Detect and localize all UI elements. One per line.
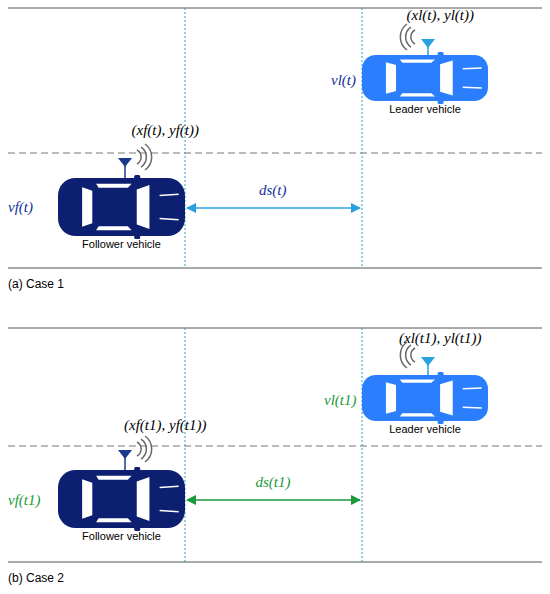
math-label: ds(t1) xyxy=(256,474,291,491)
panel-caption: (a) Case 1 xyxy=(8,277,64,291)
vehicle-label: Follower vehicle xyxy=(58,530,185,542)
vehicle-label: Leader vehicle xyxy=(362,423,488,435)
vehicle-label: Follower vehicle xyxy=(58,238,185,250)
vehicle-node: Follower vehicle xyxy=(58,470,185,548)
math-label: (xf(t), yf(t)) xyxy=(132,122,199,139)
lane-divider xyxy=(8,153,542,154)
car-shape xyxy=(58,467,185,531)
math-label: ds(t) xyxy=(259,182,287,199)
vehicle-node: Follower vehicle xyxy=(58,178,185,256)
guide-line xyxy=(185,8,186,268)
vehicle-node: Leader vehicle xyxy=(362,55,488,121)
car-shape xyxy=(362,52,488,104)
vehicle-label: Leader vehicle xyxy=(362,103,488,115)
math-label: (xf(t1), yf(t1)) xyxy=(124,417,206,434)
math-label: (xl(t), yl(t)) xyxy=(407,7,474,24)
math-label: (xl(t1), yl(t1)) xyxy=(399,330,481,347)
math-label: vf(t) xyxy=(8,199,33,216)
antenna-symbol xyxy=(400,342,435,375)
vehicle-node: Leader vehicle xyxy=(362,375,488,441)
road-edge xyxy=(8,328,542,329)
math-label: vf(t1) xyxy=(8,492,40,509)
panel-caption: (b) Case 2 xyxy=(8,571,64,585)
antenna-symbol xyxy=(400,24,435,57)
antenna-symbol xyxy=(118,436,152,470)
road-edge xyxy=(8,268,542,269)
math-label: vl(t) xyxy=(331,72,356,89)
guide-line xyxy=(362,328,363,562)
guide-line xyxy=(362,8,363,268)
distance-arrow xyxy=(187,207,360,209)
distance-arrow xyxy=(187,499,360,501)
car-shape xyxy=(58,175,185,239)
lane-divider xyxy=(8,446,542,447)
guide-line xyxy=(185,328,186,562)
antenna-symbol xyxy=(118,144,152,178)
road-edge xyxy=(8,562,542,563)
math-label: vl(t1) xyxy=(324,392,356,409)
car-shape xyxy=(362,372,488,424)
